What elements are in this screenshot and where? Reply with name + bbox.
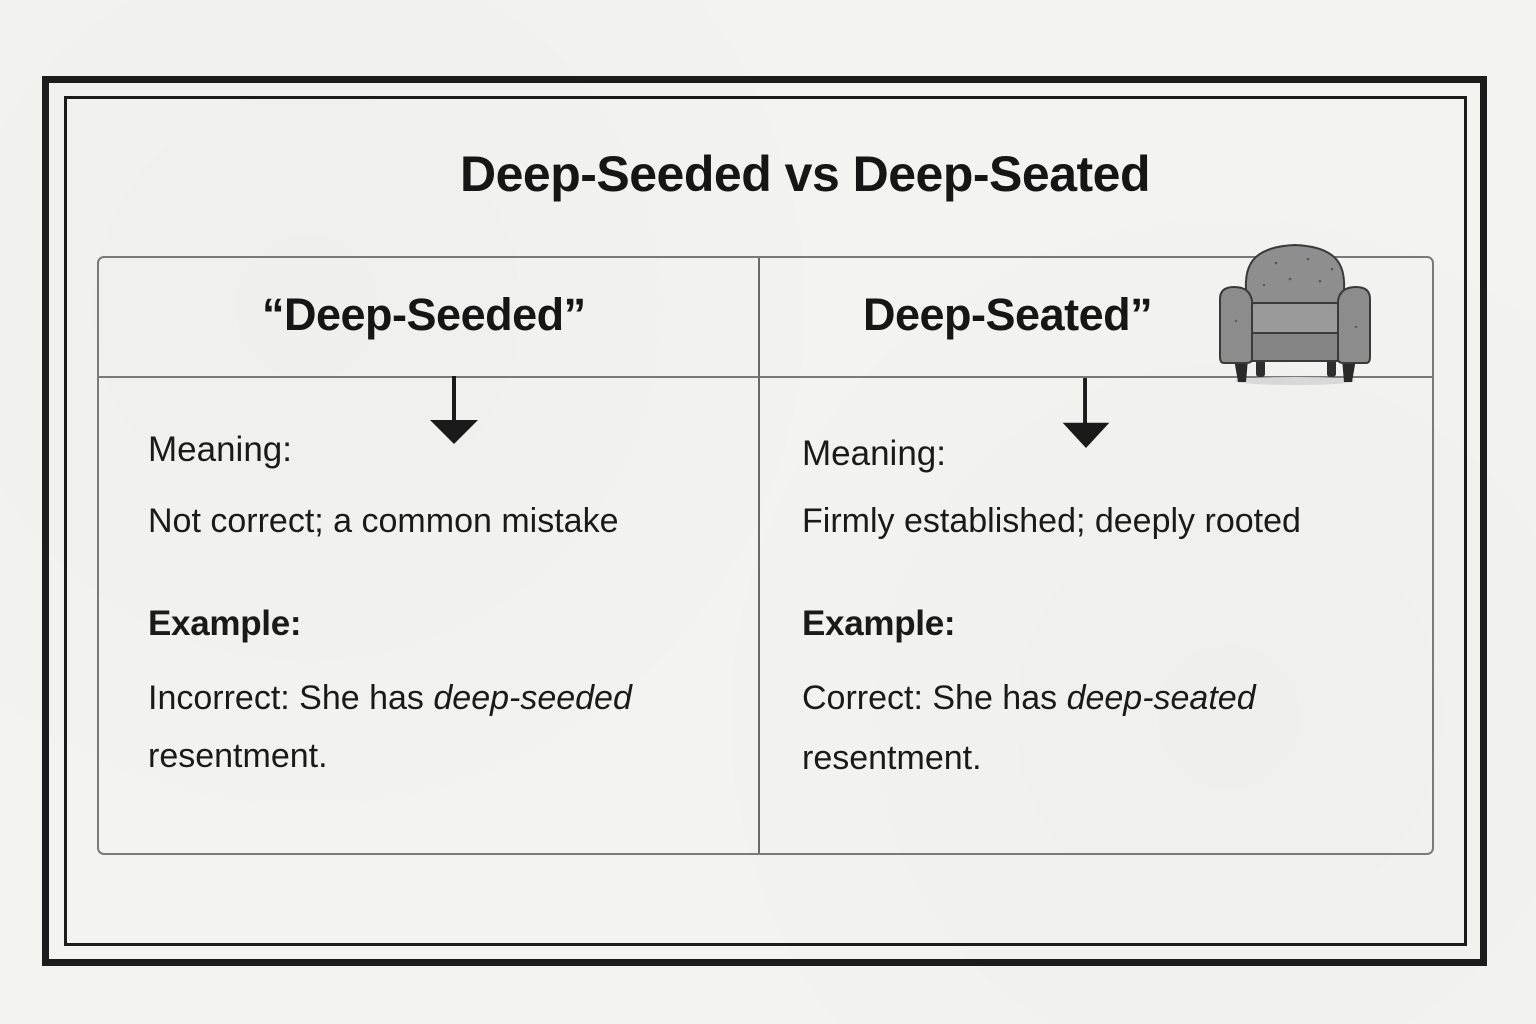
- meaning-text-right: Firmly established; deeply rooted: [802, 502, 1301, 540]
- outer-frame-border: [42, 76, 1487, 966]
- down-arrow-icon: [430, 376, 478, 444]
- comparison-table: [97, 256, 1434, 855]
- example-sentence-left: Incorrect: She has deep-seeded: [148, 679, 632, 718]
- example-suffix-right: resentment.: [802, 739, 982, 777]
- column-header-deep-seeded: “Deep-Seeded”: [262, 289, 586, 340]
- example-label-left: Example:: [148, 604, 302, 643]
- example-prefix-left: Incorrect: She has: [148, 679, 434, 717]
- header-divider: [99, 376, 1432, 378]
- column-divider: [758, 258, 760, 853]
- example-suffix-left: resentment.: [148, 737, 328, 775]
- down-arrow-icon: [1062, 378, 1110, 448]
- example-prefix-right: Correct: She has: [802, 679, 1067, 717]
- example-term-left: deep-seeded: [433, 679, 632, 717]
- example-label-right: Example:: [802, 604, 956, 643]
- meaning-text-left: Not correct; a common mistake: [148, 502, 619, 540]
- column-header-deep-seated: Deep-Seated”: [863, 289, 1153, 340]
- example-term-right: deep-seated: [1066, 679, 1256, 717]
- meaning-label-right: Meaning:: [802, 434, 946, 473]
- armchair-icon: [1219, 243, 1371, 385]
- inner-frame-border: [64, 96, 1467, 946]
- meaning-label-left: Meaning:: [148, 430, 292, 469]
- example-sentence-right: Correct: She has deep-seated: [802, 679, 1256, 718]
- page-title: Deep-Seeded vs Deep-Seated: [459, 146, 1151, 202]
